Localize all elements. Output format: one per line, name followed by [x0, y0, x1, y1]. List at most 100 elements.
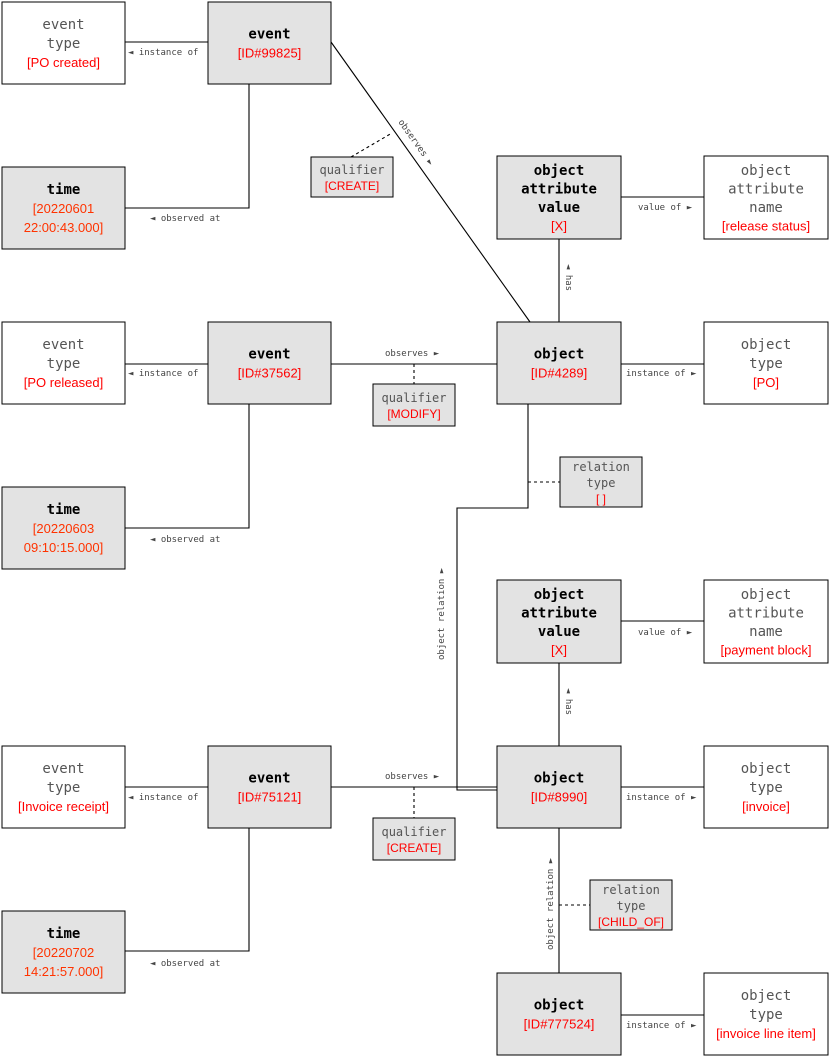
- object-type-node-head-text: type: [749, 356, 783, 372]
- object-node-value-text: [ID#4289]: [531, 366, 587, 381]
- object-attribute-value-node-box: [496, 155, 622, 240]
- object-attribute-value-node-head-text: object: [534, 587, 585, 603]
- event-type-node: event type [PO released]: [1, 321, 126, 405]
- relation-type-node-box: [559, 456, 643, 508]
- event-node-head-text: event: [248, 771, 290, 787]
- qualifier-node-head-text: qualifier: [381, 391, 446, 405]
- time-node-value-text: 09:10:15.000]: [24, 540, 104, 555]
- object-type-node-box: [703, 972, 829, 1056]
- connector-lines: [125, 41, 704, 1016]
- event-node-value-text: [ID#37562]: [238, 366, 302, 381]
- label-instance-of: instance of ►: [626, 369, 697, 379]
- event-node-box: [207, 321, 332, 405]
- event-node-box: [207, 1, 332, 85]
- object-attribute-name-node-head-text: object: [741, 163, 792, 179]
- time-node-box: [1, 166, 126, 250]
- qualifier-node: qualifier [CREATE]: [310, 156, 394, 198]
- event-node-value-text: [ID#75121]: [238, 790, 302, 805]
- event-node: event [ID#99825]: [207, 1, 332, 85]
- label-value-of: value of ►: [638, 628, 693, 638]
- object-attribute-name-node-head-text: attribute: [728, 605, 804, 621]
- relation-type-node-head-text: type: [587, 476, 616, 490]
- label-object-relation: object relation ►: [546, 857, 556, 950]
- event-type-node-head-text: type: [47, 780, 81, 796]
- time-node-value-text: 22:00:43.000]: [24, 220, 104, 235]
- qualifier-node-value-text: [CREATE]: [387, 841, 441, 855]
- object-attribute-value-node: object attribute value [X]: [496, 579, 622, 664]
- label-observes: observes ►: [385, 349, 440, 359]
- time-node-value-text: 14:21:57.000]: [24, 964, 104, 979]
- event-type-node-value-text: [PO released]: [24, 375, 104, 390]
- qualifier-node-head-text: qualifier: [381, 825, 446, 839]
- object-type-node-value-text: [invoice line item]: [716, 1026, 816, 1041]
- edge-ev1-obj1: [330, 41, 531, 323]
- label-observed-at: ◄ observed at: [150, 535, 220, 545]
- label-object-relation: object relation ►: [437, 567, 447, 660]
- object-attribute-value-node-box: [496, 579, 622, 664]
- qualifier-node: qualifier[MODIFY]: [372, 383, 456, 427]
- event-type-node-box: [1, 1, 126, 85]
- qualifier-node-box: [372, 383, 456, 427]
- qualifier-node-value-text: [CREATE]: [325, 179, 379, 193]
- edge-labels: ◄ instance of ◄ instance of ◄ instance o…: [128, 48, 697, 1031]
- object-node-box: [496, 321, 622, 405]
- object-attribute-value-node-head-text: object: [534, 163, 585, 179]
- event-type-node-head-text: type: [47, 356, 81, 372]
- object-node: object[ID#8990]: [496, 745, 622, 829]
- object-attribute-value-node-head-text: value: [538, 200, 580, 216]
- event-type-node-head-text: event: [42, 17, 84, 33]
- event-node-value-text: [ID#99825]: [238, 46, 302, 61]
- qualifier-node-box: [310, 156, 394, 198]
- event-type-node-value-text: [PO created]: [27, 55, 100, 70]
- qualifier-node-head-text: qualifier: [319, 163, 384, 177]
- object-attribute-value-node-value-text: [X]: [551, 218, 567, 233]
- object-node-value-text: [ID#777524]: [524, 1017, 595, 1032]
- time-node-box: [1, 486, 126, 570]
- edge-q1-link: [350, 132, 393, 158]
- object-node-box: [496, 745, 622, 829]
- label-value-of: value of ►: [638, 203, 693, 213]
- object-node: object [ID#4289]: [496, 321, 622, 405]
- relation-type-node: relation type [CHILD_OF]: [589, 879, 673, 931]
- time-node-value-text: [20220601: [33, 201, 94, 216]
- object-attribute-value-node-head-text: value: [538, 624, 580, 640]
- object-node-head-text: object: [534, 998, 585, 1014]
- object-type-node-head-text: object: [741, 988, 792, 1004]
- relation-type-node-box: [589, 879, 673, 931]
- label-observes: observes ►: [385, 772, 440, 782]
- object-attribute-name-node-value-text: [payment block]: [720, 642, 811, 657]
- object-node-head-text: object: [534, 771, 585, 787]
- time-node-box: [1, 910, 126, 994]
- object-attribute-name-node-head-text: name: [749, 200, 783, 216]
- object-attribute-value-node-head-text: attribute: [521, 605, 597, 621]
- time-node-head-text: time: [47, 502, 81, 518]
- event-type-node-head-text: event: [42, 337, 84, 353]
- object-type-node-value-text: [invoice]: [742, 799, 790, 814]
- event-node-head-text: event: [248, 27, 290, 43]
- relation-type-node-head-text: relation: [602, 883, 660, 897]
- object-type-node-head-text: object: [741, 761, 792, 777]
- object-node: object [ID#777524]: [496, 972, 622, 1056]
- label-has: ◄ has: [563, 688, 573, 715]
- object-node-head-text: object: [534, 347, 585, 363]
- object-attribute-value-node-value-text: [X]: [551, 642, 567, 657]
- relation-type-node-value-text: [CHILD_OF]: [598, 915, 664, 929]
- relation-type-node-head-text: type: [617, 899, 646, 913]
- object-type-node-box: [703, 321, 829, 405]
- label-instance-of: ◄ instance of: [128, 48, 198, 58]
- object-attribute-name-node-box: [703, 579, 829, 664]
- label-observed-at: ◄ observed at: [150, 959, 220, 969]
- label-instance-of: ◄ instance of: [128, 369, 198, 379]
- label-instance-of: instance of ►: [626, 1021, 697, 1031]
